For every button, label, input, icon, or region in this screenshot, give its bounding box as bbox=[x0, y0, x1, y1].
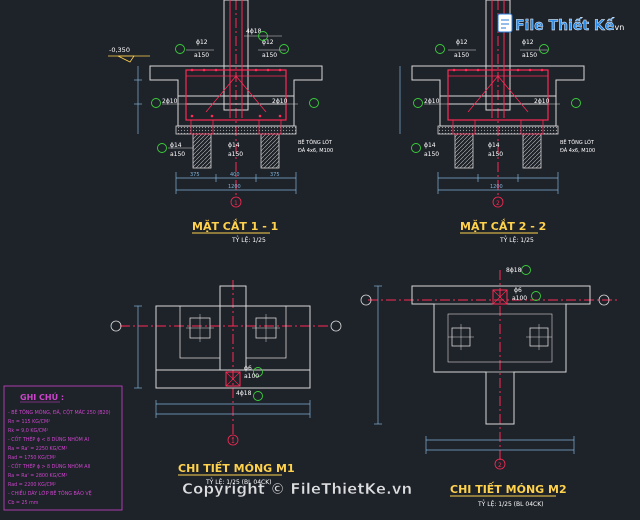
m2-rebar-6-label: 8ϕ18 bbox=[506, 267, 522, 274]
detail1-scale: TỶ LỆ: 1/25 (BL 04CK) bbox=[205, 478, 272, 486]
lean-concrete-label-2: ĐÁ 4x6, M100 bbox=[298, 147, 333, 154]
dim-part3: 375 bbox=[270, 172, 280, 178]
rebar-1b-label-s2: a150 bbox=[424, 151, 439, 158]
detail-m1-drawing bbox=[110, 280, 342, 446]
dim-part2: 400 bbox=[230, 172, 240, 178]
section-2-drawing bbox=[399, 0, 585, 196]
axis-bubble-s1 bbox=[230, 196, 242, 208]
rebar-bubbles bbox=[151, 31, 581, 401]
rebar-1-label-mid: ϕ14 bbox=[228, 142, 240, 149]
rebar-1-label: ϕ14 bbox=[170, 142, 182, 149]
m2-rebar-7b-label: a100 bbox=[512, 295, 527, 302]
lean-concrete-label-s2-1: BÊ TÔNG LÓT bbox=[560, 138, 595, 146]
rebar-2-label: ϕ12 bbox=[196, 39, 208, 46]
detail-m2-drawing bbox=[360, 270, 620, 470]
detail2-scale: TỶ LỆ: 1/25 (BL 04CK) bbox=[477, 500, 544, 508]
rebar-4-label: ϕ12 bbox=[262, 39, 274, 46]
rebar-4-label-s2: ϕ12 bbox=[522, 39, 534, 46]
dim-part1: 375 bbox=[190, 172, 200, 178]
watermark-text: Copyright © FileThietKe.vn bbox=[182, 480, 412, 498]
m1-rebar-8-label: 4ϕ18 bbox=[236, 390, 252, 397]
rebar-5-label-s2-right: 2ϕ10 bbox=[534, 98, 550, 105]
rebar-4b-label-s2: a150 bbox=[522, 52, 537, 59]
notes-title: GHI CHÚ : bbox=[20, 391, 64, 402]
rebar-1-label-s2: ϕ14 bbox=[424, 142, 436, 149]
note-line: - CỐT THÉP ϕ > 8 DÙNG NHÓM AII bbox=[8, 462, 90, 470]
m2-rebar-7-label: ϕ6 bbox=[514, 287, 522, 294]
rebar-1b-label-s2-mid: a150 bbox=[488, 151, 503, 158]
rebar-2b-label: a150 bbox=[194, 52, 209, 59]
rebar-2-label-s2: ϕ12 bbox=[456, 39, 468, 46]
detail2-title: CHI TIẾT MÓNG M2 bbox=[450, 481, 567, 496]
section1-title: MẶT CẮT 1 - 1 bbox=[192, 218, 278, 233]
note-line: - BÊ TÔNG MÓNG, ĐÀ, CỘT MÁC 250 (B20) bbox=[8, 408, 111, 416]
section2-scale: TỶ LỆ: 1/25 bbox=[499, 236, 534, 244]
m1-rebar-7b-label: a100 bbox=[244, 373, 259, 380]
axis-bubble-m1-label: 1 bbox=[231, 438, 235, 445]
rebar-5-label-left: 2ϕ10 bbox=[162, 98, 178, 105]
m1-rebar-7-label: ϕ6 bbox=[244, 365, 252, 372]
filethietke-logo: File Thiết Kế .vn bbox=[497, 13, 624, 34]
rebar-2b-label-s2: a150 bbox=[454, 52, 469, 59]
note-line: - CỐT THÉP ϕ < 8 DÙNG NHÓM AI bbox=[8, 435, 89, 443]
section1-scale: TỶ LỆ: 1/25 bbox=[231, 236, 266, 244]
rebar-1b-label-mid: a150 bbox=[228, 151, 243, 158]
section-1-drawing bbox=[108, 0, 323, 196]
axis-bubble-s1-label: 1 bbox=[234, 200, 238, 207]
axis-bubble-m2-label: 2 bbox=[498, 462, 502, 469]
note-line: Rad = 2200 KG/CM² bbox=[8, 482, 56, 488]
note-line: - CHIỀU DÀY LỚP BÊ TÔNG BẢO VỆ bbox=[8, 489, 92, 497]
logo-domain: .vn bbox=[612, 23, 624, 32]
note-line: Cb = 25 mm bbox=[8, 500, 39, 506]
rebar-3-label: 4ϕ18 bbox=[246, 28, 262, 35]
level-label: -0,350 bbox=[109, 46, 130, 54]
section2-title: MẶT CẮT 2 - 2 bbox=[460, 218, 546, 233]
dim-total: 1200 bbox=[228, 184, 241, 190]
lean-concrete-label-s2-2: ĐÁ 4x6, M100 bbox=[560, 147, 595, 154]
dim-total-s2: 1200 bbox=[490, 184, 503, 190]
lean-concrete-label-1: BÊ TÔNG LÓT bbox=[298, 138, 333, 146]
note-line: Rad = 1750 KG/CM² bbox=[8, 455, 56, 461]
note-line: Ra = Ra' = 2250 KG/CM² bbox=[8, 446, 67, 452]
rebar-5-label-right: 2ϕ10 bbox=[272, 98, 288, 105]
rebar-1b-label: a150 bbox=[170, 151, 185, 158]
rebar-5-label-s2-left: 2ϕ10 bbox=[424, 98, 440, 105]
rebar-1-label-s2-mid: ϕ14 bbox=[488, 142, 500, 149]
notes-box bbox=[3, 385, 123, 511]
note-line: Ra = Ra' = 2800 KG/CM² bbox=[8, 473, 67, 479]
note-line: Rk = 9,0 KG/CM² bbox=[8, 428, 48, 434]
detail1-title: CHI TIẾT MÓNG M1 bbox=[178, 460, 295, 475]
axis-bubble-s2 bbox=[492, 196, 504, 208]
logo-brand: File Thiết Kế bbox=[515, 17, 615, 34]
rebar-4b-label: a150 bbox=[262, 52, 277, 59]
axis-bubble-s2-label: 2 bbox=[496, 200, 500, 207]
note-line: Rn = 115 KG/CM² bbox=[8, 419, 50, 425]
